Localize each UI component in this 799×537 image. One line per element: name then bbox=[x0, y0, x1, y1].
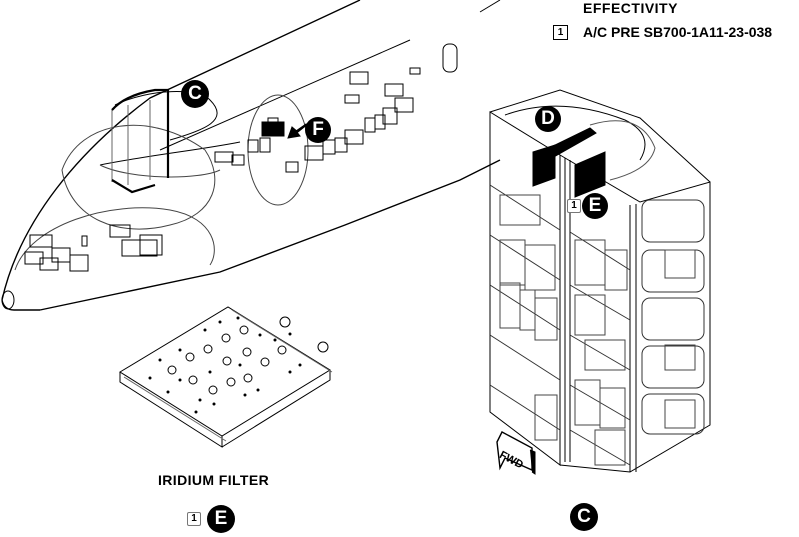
callout-c-nose: C bbox=[181, 80, 209, 108]
iridium-filter-label: IRIDIUM FILTER bbox=[158, 472, 270, 488]
callout-f: F bbox=[305, 117, 331, 143]
effectivity-text: A/C PRE SB700-1A11-23-038 bbox=[583, 24, 773, 40]
iridium-filter-illustration bbox=[119, 306, 333, 448]
callout-d: D bbox=[535, 106, 561, 132]
equipment-rack-illustration bbox=[479, 0, 711, 473]
callout-e-filter: E bbox=[207, 505, 235, 533]
effectivity-title: EFFECTIVITY bbox=[583, 0, 678, 16]
rack-e-note-box: 1 bbox=[567, 199, 581, 213]
effectivity-note-box: 1 bbox=[553, 25, 568, 40]
callout-e-rack: E bbox=[582, 193, 608, 219]
aircraft-fuselage bbox=[1, 0, 501, 311]
callout-c-rack: C bbox=[570, 503, 598, 531]
fwd-arrow bbox=[496, 431, 536, 475]
filter-e-note-box: 1 bbox=[187, 512, 201, 526]
